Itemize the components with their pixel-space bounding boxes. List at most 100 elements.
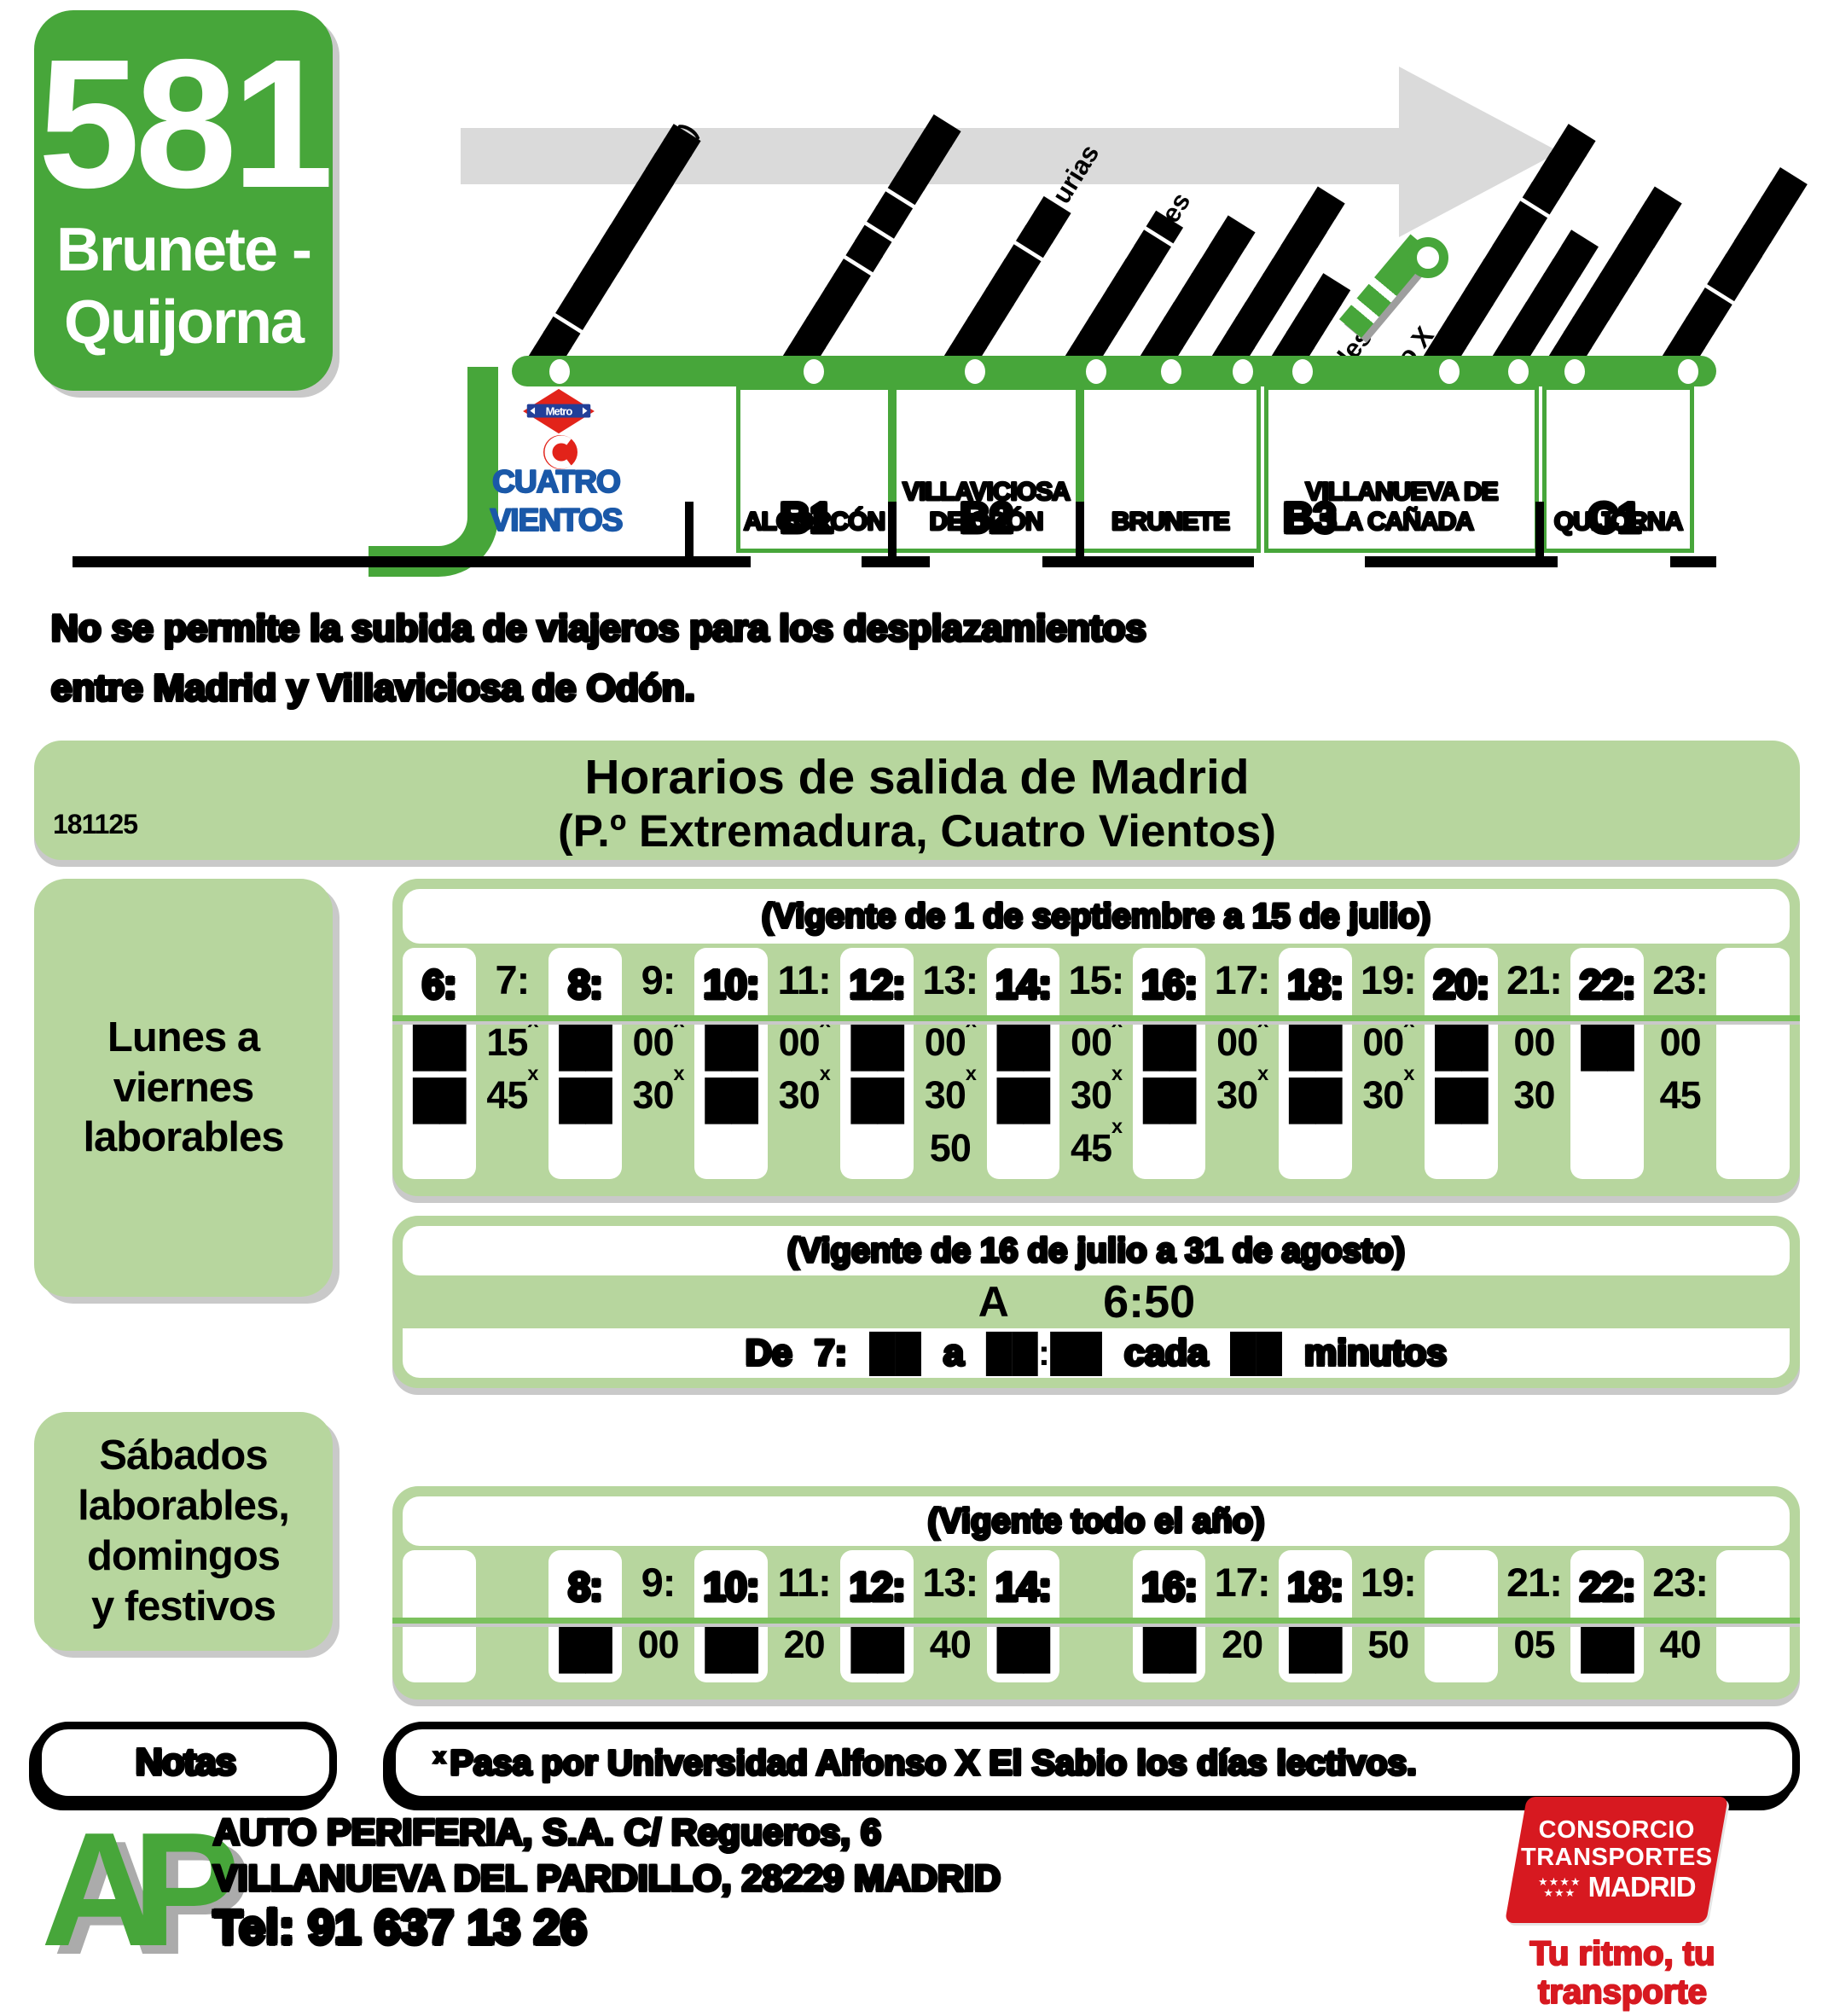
zone-ruler-segment <box>73 556 751 567</box>
minute-cell: 20 <box>1222 1623 1263 1666</box>
minute-cell <box>1644 1121 1717 1174</box>
timetable-column: 17:00x30x <box>1205 944 1279 1186</box>
timetable-column: 19:50 <box>1352 1546 1425 1689</box>
zone-boundary-tick <box>888 502 897 567</box>
terminal-station-line1: CUATRO <box>491 463 621 500</box>
minute-cell <box>403 1622 476 1682</box>
timetable-column <box>403 1550 476 1682</box>
crtm-stars-icon: ★★★★★★★ <box>1537 1875 1582 1900</box>
cercanias-icon <box>541 434 580 474</box>
municipality-name: QUIJORNA <box>1553 506 1685 537</box>
summer-frequency-token: De <box>744 1331 794 1375</box>
minute-cell: 50 <box>1367 1623 1409 1666</box>
hour-cell: 22: <box>1578 1562 1638 1611</box>
notes-label-text: Notas <box>134 1740 238 1785</box>
hour-cell: 11: <box>777 1559 832 1605</box>
day-label-line: Sábados <box>99 1432 268 1479</box>
line-destination-2: Quijorna <box>63 288 305 357</box>
minute-cell: 45 <box>1659 1073 1702 1117</box>
diagram-note-line1: No se permite la subida de viajeros para… <box>49 606 1148 651</box>
minute-cell: ██ <box>850 1078 904 1121</box>
hour-cell: 18: <box>1286 1562 1345 1611</box>
hour-cell: 23: <box>1652 1559 1709 1605</box>
timetable-column: 7:15x45x <box>476 944 549 1186</box>
timetable-column: 15:00x30x45x <box>1059 944 1133 1186</box>
timetable-column: 10:████ <box>694 948 768 1179</box>
header-band: Horarios de salida de Madrid (P.º Extrem… <box>34 741 1800 860</box>
zone-label: B2 <box>958 492 1015 543</box>
route-line <box>512 356 1716 386</box>
hour-cell: 13: <box>922 1559 978 1605</box>
hour-cell: 21: <box>1506 1559 1563 1605</box>
minute-cell: ██ <box>705 1627 758 1670</box>
hour-cell: 9: <box>641 956 676 1002</box>
timetable-column: 10: ██ <box>694 1550 768 1682</box>
minute-cell <box>694 1125 768 1178</box>
timetable-column: 12:████ <box>840 948 914 1179</box>
timetable-column: 20:████ <box>1425 948 1498 1179</box>
timetable-column: 21:05 <box>1498 1546 1571 1689</box>
hour-cell: 16: <box>1140 1562 1199 1611</box>
minute-cell <box>476 1121 549 1174</box>
hour-minute-separator <box>392 1618 1800 1627</box>
minute-cell: ██ <box>1142 1078 1197 1121</box>
operator-address-line2: VILLANUEVA DEL PARDILLO, 28229 MADRID <box>212 1856 1002 1901</box>
hour-cell: 10: <box>702 1562 762 1611</box>
timetable-columns: 6:████7:15x45x8:████9:00x30x10:████11:00… <box>403 944 1790 1186</box>
minute-cell: 00 <box>1513 1020 1555 1064</box>
minute-cell: ██ <box>1581 1627 1634 1670</box>
minute-cell <box>1205 1121 1279 1174</box>
timetable-column <box>1425 1550 1498 1682</box>
municipality-name: LA CAÑADA <box>1329 506 1476 537</box>
terminal-station-name: CUATRO VIENTOS <box>471 462 641 539</box>
timetable-column: 13:00x30x50 <box>914 944 987 1186</box>
route-stop-dot <box>1086 359 1106 384</box>
minute-cell: ██ <box>996 1078 1051 1121</box>
hour-cell: 12: <box>848 1562 908 1611</box>
minute-cell <box>622 1121 695 1174</box>
hour-cell <box>403 1550 476 1622</box>
crtm-line3: MADRID <box>1587 1870 1696 1903</box>
route-stop-dot <box>1233 359 1253 384</box>
minute-cell: ██ <box>1288 1627 1343 1670</box>
timetable-column: 16:████ <box>1132 948 1206 1179</box>
minute-cell: ██ <box>559 1627 612 1670</box>
summer-frequency-token: a <box>942 1331 966 1375</box>
timetable-column: 9:00x30x <box>622 944 695 1186</box>
route-diagram: ███ █████████████)███████ ██ ██ ████████… <box>0 0 1834 751</box>
crtm-line1: CONSORCIO <box>1538 1816 1695 1845</box>
minute-cell <box>548 1125 622 1178</box>
minute-cell <box>1425 1125 1498 1178</box>
route-stop-dot <box>1161 359 1181 384</box>
timetable-column: 22: ██ <box>1570 1550 1644 1682</box>
header-title: Horarios de salida de Madrid <box>584 750 1250 805</box>
summer-frequency-token: 7: <box>813 1331 849 1375</box>
minute-cell: 00 <box>1659 1020 1702 1064</box>
timetable-column: 9:00 <box>622 1546 695 1689</box>
timetable-column: 8:██ <box>548 1550 622 1682</box>
timetable-column: 13:40 <box>914 1546 987 1689</box>
operator-logo: AP <box>41 1799 241 1980</box>
timetable-column: 19:00x30x <box>1352 944 1425 1186</box>
zone-label: C1 <box>1586 492 1643 543</box>
hour-cell: 17: <box>1214 956 1271 1002</box>
hour-cell: 18: <box>1286 960 1345 1008</box>
hour-cell: 9: <box>641 1559 676 1605</box>
minute-cell: ██ <box>996 1627 1051 1670</box>
weekend-table-title: (Vigente todo el año) <box>926 1501 1266 1541</box>
summer-table-title: (Vigente de 16 de julio a 31 de agosto) <box>786 1230 1406 1270</box>
minute-cell <box>1570 1072 1644 1125</box>
day-label-line: laborables, <box>78 1483 290 1530</box>
summer-frequency-token: ██ <box>1230 1332 1282 1374</box>
timetable-column: 17:20 <box>1205 1546 1279 1689</box>
hour-cell: 13: <box>922 956 978 1002</box>
zone-label: B1 <box>778 492 835 543</box>
